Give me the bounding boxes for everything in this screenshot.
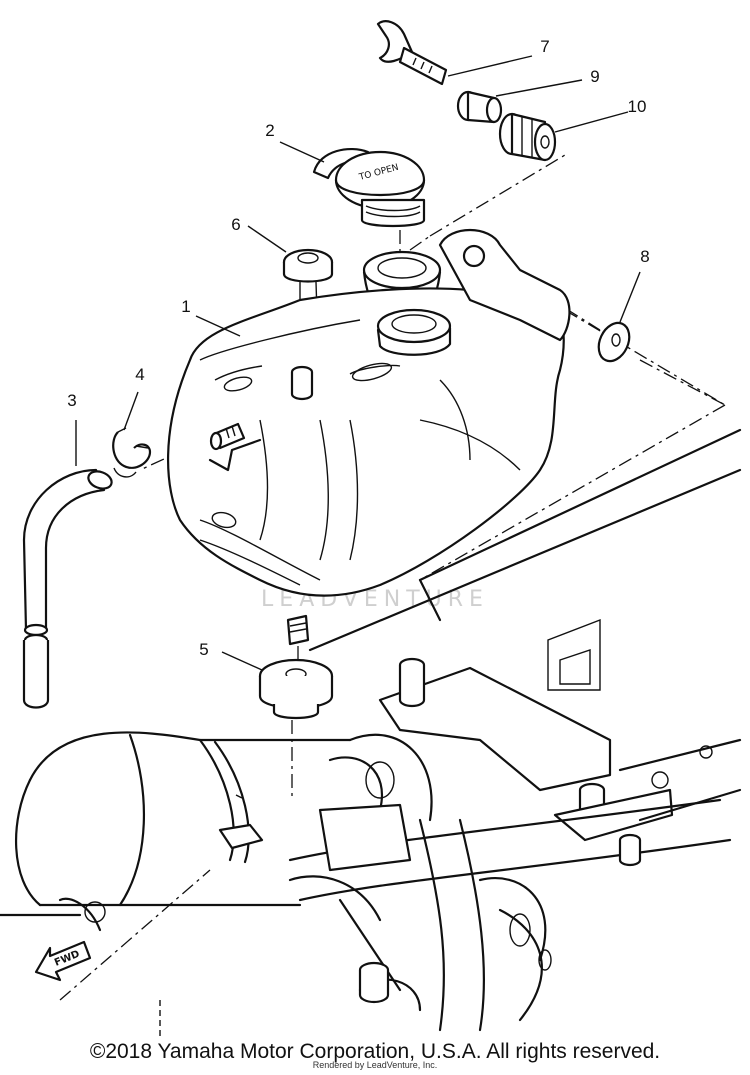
part-10-damper [498, 111, 629, 162]
callout-3: 3 [67, 391, 76, 410]
part-4-hose-clip [112, 391, 152, 478]
part-2-tank-cap: TO OPEN [279, 141, 426, 228]
callout-5: 5 [199, 640, 208, 659]
fwd-arrow: FWD [34, 940, 92, 982]
callout-1: 1 [181, 297, 190, 316]
callout-8: 8 [640, 247, 649, 266]
callout-labels: 1 2 3 4 5 6 7 8 9 10 [67, 37, 649, 659]
air-cleaner-housing [0, 731, 433, 932]
part-1-fuel-tank [167, 228, 571, 646]
callout-2: 2 [265, 121, 274, 140]
callout-10: 10 [628, 97, 647, 116]
callout-4: 4 [135, 365, 144, 384]
part-6-grommet [247, 225, 334, 355]
copyright-notice: ©2018 Yamaha Motor Corporation, U.S.A. A… [89, 1040, 661, 1063]
rendered-by-credit: Rendered by LeadVenture, Inc. [312, 1060, 438, 1070]
callout-7: 7 [540, 37, 549, 56]
part-7-wing-bolt [376, 20, 533, 86]
callout-6: 6 [231, 215, 240, 234]
part-5-lower-grommet [221, 651, 334, 720]
part-9-collar [456, 79, 583, 124]
part-3-breather-hose [22, 420, 113, 709]
callout-9: 9 [590, 67, 599, 86]
part-8-washer [597, 271, 641, 363]
frame-structure [288, 428, 742, 1032]
